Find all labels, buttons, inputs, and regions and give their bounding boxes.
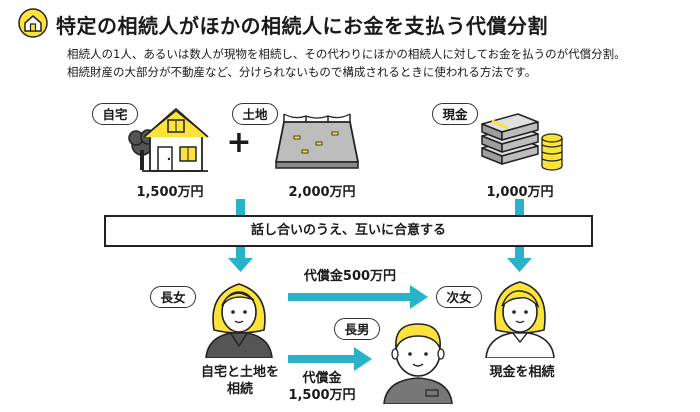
eldest-son-avatar xyxy=(378,314,458,405)
arrow-to-eldest-daughter-head xyxy=(228,258,253,272)
eldest-daughter-inherits-line2: 相続 xyxy=(226,382,253,397)
plus-sign: + xyxy=(226,125,252,160)
arrow-to-second-daughter-head xyxy=(507,258,532,272)
payment-to-second-daughter: 代償金500万円 xyxy=(303,269,397,284)
house-icon xyxy=(128,95,214,175)
second-daughter-inherits: 現金を相続 xyxy=(489,365,555,380)
second-daughter-avatar xyxy=(478,272,562,359)
home-tag: 自宅 xyxy=(92,103,138,125)
agreement-box: 話し合いのうえ、互いに合意する xyxy=(104,215,593,247)
payment-to-eldest-son-line2: 1,500万円 xyxy=(288,388,356,403)
cash-amount: 1,000万円 xyxy=(486,185,554,200)
arrow-cash-to-agreement xyxy=(515,199,524,215)
eldest-daughter-inherits-line1: 自宅と土地を xyxy=(200,365,279,380)
page-title: 特定の相続人がほかの相続人にお金を支払う代償分割 xyxy=(56,14,548,38)
arrow-payment-son-shaft xyxy=(288,355,356,363)
land-tag: 土地 xyxy=(232,103,278,125)
description-line-1: 相続人の1人、あるいは数人が現物を相続し、その代わりにほかの相続人に対してお金を… xyxy=(67,47,626,61)
land-icon xyxy=(272,108,362,172)
arrow-payment-second-shaft xyxy=(288,293,412,301)
home-icon xyxy=(18,8,48,38)
description-line-2: 相続財産の大部分が不動産など、分けられないもので構成されるときに使われる方法です… xyxy=(67,65,537,79)
arrow-to-second-daughter-shaft xyxy=(515,247,524,259)
home-amount: 1,500万円 xyxy=(136,185,204,200)
arrow-land-to-agreement xyxy=(236,199,245,215)
arrow-to-eldest-daughter-shaft xyxy=(236,247,245,259)
arrow-payment-second-head xyxy=(410,285,428,309)
eldest-son-tag: 長男 xyxy=(334,318,380,340)
cash-icon xyxy=(478,108,564,174)
cash-tag: 現金 xyxy=(432,103,478,125)
land-amount: 2,000万円 xyxy=(288,185,356,200)
eldest-daughter-avatar xyxy=(198,274,280,359)
second-daughter-tag: 次女 xyxy=(436,286,482,308)
arrow-payment-son-head xyxy=(354,347,372,371)
eldest-daughter-tag: 長女 xyxy=(150,286,196,308)
payment-to-eldest-son-line1: 代償金 xyxy=(302,371,342,386)
